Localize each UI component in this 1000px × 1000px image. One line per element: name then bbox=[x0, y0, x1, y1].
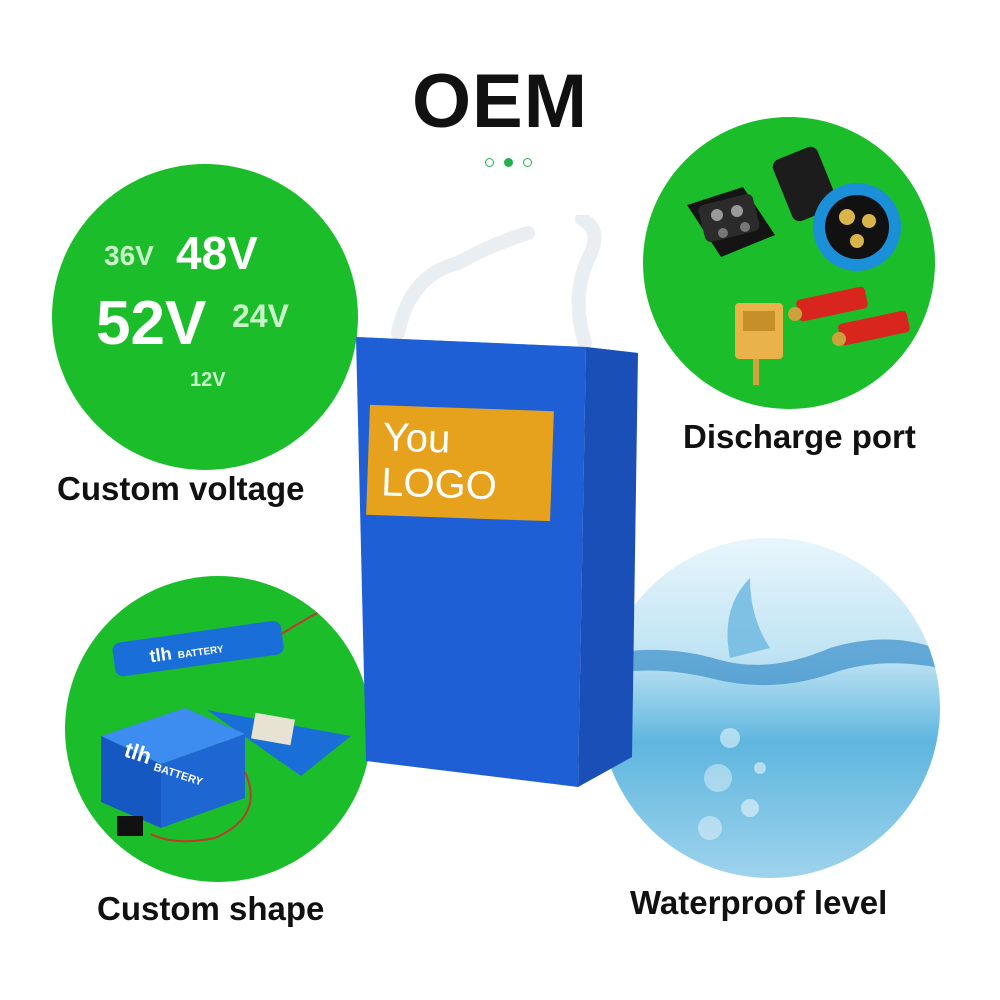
discharge-caption: Discharge port bbox=[683, 418, 916, 455]
pager-dot-active[interactable] bbox=[504, 158, 513, 167]
voltage-36v: 36V bbox=[104, 240, 154, 271]
shape-circle: tlh BATTERY tlh tlh BATTERY bbox=[65, 576, 371, 882]
stick-battery-icon: tlh BATTERY bbox=[112, 608, 324, 677]
voltage-24v: 24V bbox=[232, 298, 289, 334]
voltage-52v: 52V bbox=[96, 289, 207, 358]
bullet-connector-icon bbox=[788, 286, 910, 346]
voltage-48v: 48V bbox=[176, 227, 258, 279]
pager-dot[interactable] bbox=[523, 158, 532, 167]
voltage-circle: 36V 48V 52V 24V 12V bbox=[52, 164, 358, 470]
waterproof-circle bbox=[600, 538, 940, 878]
water-splash-illustration bbox=[600, 578, 940, 840]
connectors-illustration bbox=[687, 146, 910, 385]
box-battery-icon: tlh BATTERY bbox=[101, 708, 252, 843]
battery-shapes-illustration: tlh BATTERY tlh tlh BATTERY bbox=[101, 608, 351, 843]
shape-caption: Custom shape bbox=[97, 890, 325, 927]
page-title: OEM bbox=[411, 59, 589, 144]
round-connector-icon bbox=[772, 146, 901, 271]
panel-connector-icon bbox=[687, 187, 775, 257]
stick-brand-text: tlh bbox=[148, 643, 173, 666]
voltage-12v: 12V bbox=[190, 369, 226, 391]
xt60-connector-icon bbox=[735, 303, 783, 385]
voltage-caption: Custom voltage bbox=[57, 470, 305, 507]
pager-dot[interactable] bbox=[485, 158, 494, 167]
battery-pack: You LOGO bbox=[350, 215, 650, 795]
waterproof-caption: Waterproof level bbox=[630, 884, 888, 921]
carousel-pager bbox=[480, 152, 540, 172]
discharge-circle bbox=[643, 117, 935, 409]
battery-logo-label: You LOGO bbox=[366, 404, 554, 522]
